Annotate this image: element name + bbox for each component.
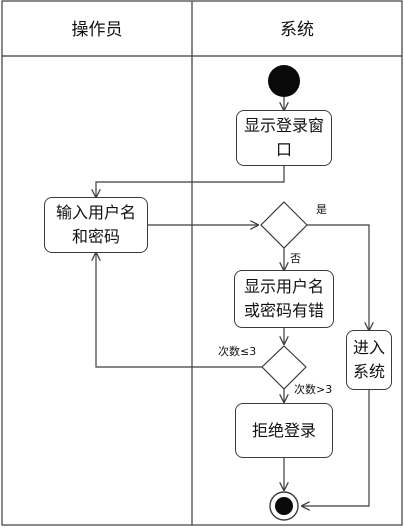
node-enter-system: 进入 系统 <box>346 330 392 390</box>
lane-title-system: 系统 <box>280 20 314 40</box>
edge-label-no: 否 <box>290 252 301 265</box>
edge-window-to-input <box>96 166 285 197</box>
start-node <box>268 65 300 97</box>
end-node-core <box>275 497 293 515</box>
node-show-login-window: 显示登录窗 口 <box>236 110 332 166</box>
node-show-error: 显示用户名 或密码有错 <box>234 270 334 328</box>
node-enter-credentials: 输入用户名 和密码 <box>44 197 148 253</box>
edge-label-yes: 是 <box>316 203 327 216</box>
node-deny-login: 拒绝登录 <box>235 403 333 458</box>
edge-label-retry: 次数≤3 <box>218 345 257 358</box>
edge-system-to-end <box>302 390 370 506</box>
edge-retry <box>96 253 262 368</box>
edge-decision-yes <box>307 224 369 330</box>
lane-title-operator: 操作员 <box>71 20 123 40</box>
decision-node-credentials <box>260 201 308 249</box>
edge-label-exceeded: 次数>3 <box>294 383 333 396</box>
